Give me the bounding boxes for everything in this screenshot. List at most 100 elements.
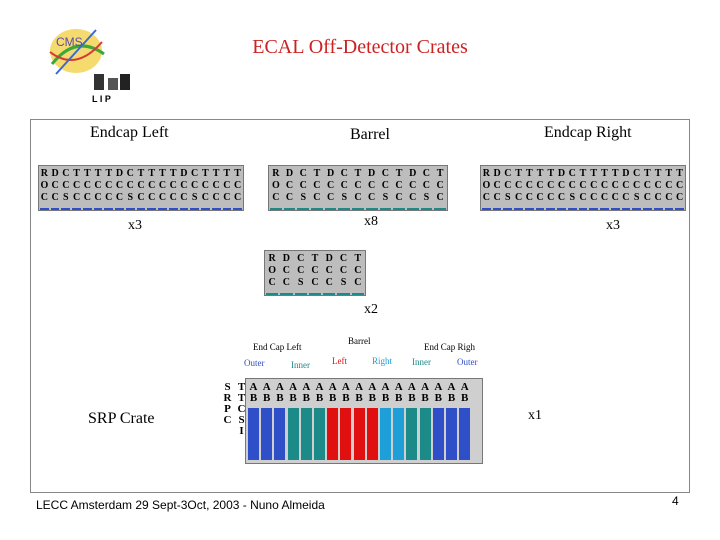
crate-letter: C — [148, 180, 156, 191]
crate-letter: C — [600, 192, 609, 203]
crate-letter: C — [105, 192, 113, 203]
srp-letter: A — [328, 381, 337, 393]
barrel-multiplier: x8 — [364, 214, 378, 229]
crate-letter: T — [395, 168, 403, 179]
crate-letter: D — [325, 253, 333, 264]
crate-letter: T — [311, 253, 319, 264]
srp-sub-inner-left: Inner — [291, 360, 310, 370]
crate-letter: C — [611, 192, 619, 203]
crate-letter: C — [395, 180, 403, 191]
crate-letter: C — [436, 192, 444, 203]
srp-group-endcap-right: End Cap Righ — [424, 342, 475, 352]
crate-letter: T — [525, 168, 533, 179]
crate-letter: T — [644, 168, 651, 179]
endcap-left-multiplier: x3 — [128, 218, 142, 233]
crate-letter: T — [654, 168, 662, 179]
srp-letter: B — [434, 392, 442, 404]
srp-card-body — [340, 408, 352, 460]
crate-letter: C — [83, 192, 91, 203]
crate-letter: C — [525, 192, 533, 203]
lip-logo: L I P — [90, 72, 134, 104]
crate-letter: C — [339, 253, 348, 264]
crate-letter: C — [282, 265, 291, 276]
srp-group-barrel: Barrel — [348, 336, 371, 346]
crate-letter: S — [63, 192, 69, 203]
srp-letter: S — [238, 414, 245, 426]
crate-letter: C — [340, 180, 348, 191]
srp-letter: A — [249, 381, 258, 393]
srp-letter: B — [315, 392, 324, 404]
crate-letter: C — [325, 265, 333, 276]
srp-letter: C — [237, 403, 246, 415]
crate-letter: C — [436, 180, 444, 191]
crate-letter: D — [557, 168, 566, 179]
srp-letter: B — [329, 392, 337, 404]
crate-underline — [269, 204, 447, 210]
crate-letter: D — [368, 168, 376, 179]
crate-letter: C — [212, 192, 220, 203]
srp-card-body — [406, 408, 418, 460]
crate-letter: O — [40, 180, 49, 191]
cms-logo: CMS — [46, 24, 106, 78]
crate-letter: C — [223, 180, 231, 191]
srp-letter: A — [289, 381, 298, 393]
srp-card-body — [393, 408, 405, 460]
crate-letter: C — [409, 192, 417, 203]
srp-letter: T — [237, 381, 246, 393]
crate-letter: C — [568, 180, 576, 191]
srp-letter: B — [381, 392, 390, 404]
srp-card-body — [432, 408, 444, 460]
crate-letter: C — [272, 192, 280, 203]
crate-letter: C — [180, 192, 188, 203]
crate-letter: C — [169, 192, 177, 203]
crate-letter: C — [354, 192, 362, 203]
crate-letter: C — [72, 180, 81, 191]
crate-letter: C — [557, 192, 566, 203]
crate-letter: C — [299, 168, 307, 179]
crate-letter: C — [297, 253, 305, 264]
crate-letter: O — [271, 180, 280, 191]
crate-letter: S — [341, 192, 348, 203]
barrel-header: Barrel — [350, 126, 390, 143]
srp-letter: B — [263, 392, 271, 404]
crate-letter: C — [514, 180, 523, 191]
srp-sub-outer-right: Outer — [457, 357, 478, 367]
crate-underline — [265, 289, 365, 295]
srp-letter: B — [421, 392, 429, 404]
crate-letter: C — [675, 180, 684, 191]
crate-letter: D — [326, 168, 335, 179]
srp-letter: I — [239, 425, 244, 437]
crate-letter: S — [340, 277, 347, 288]
crate-letter: R — [482, 168, 490, 179]
crate-letter: C — [514, 192, 523, 203]
slide-title: ECAL Off-Detector Crates — [252, 36, 468, 58]
crate-letter: C — [665, 180, 673, 191]
crate-letter: C — [169, 180, 177, 191]
crate-letter: O — [482, 180, 491, 191]
crate-letter: T — [547, 168, 555, 179]
crate-letter: D — [622, 168, 630, 179]
crate-letter: C — [381, 180, 389, 191]
crate-letter: C — [51, 180, 59, 191]
srp-letter: B — [289, 392, 297, 404]
srp-card-body — [366, 408, 378, 460]
crate-letter: D — [51, 168, 59, 179]
crate-underline — [481, 204, 685, 210]
crate-letter: C — [223, 192, 231, 203]
srp-sub-outer-left: Outer — [244, 358, 265, 368]
